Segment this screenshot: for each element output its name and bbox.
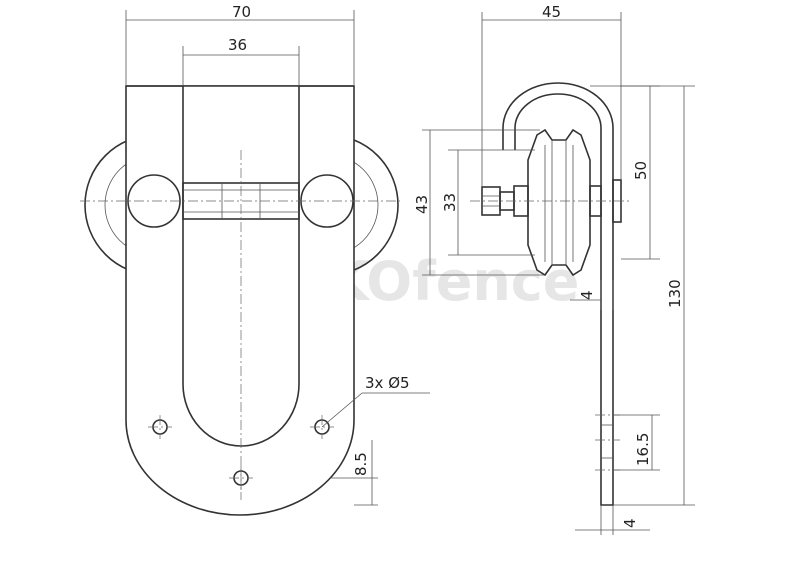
side-dimensions: 45 43 33 4 50 130 16.5 4 (413, 3, 695, 535)
mounting-hole-left (148, 415, 172, 439)
dim-wheel-inner: 33 (441, 193, 459, 212)
dim-overall-height: 130 (666, 279, 684, 308)
mounting-hole-right (310, 415, 334, 439)
side-view (470, 82, 630, 506)
dim-holes: 3x Ø5 (365, 374, 410, 392)
dim-slot-height: 16.5 (634, 433, 652, 466)
dim-hole-offset: 8.5 (352, 452, 370, 476)
dim-axle-height: 50 (632, 161, 650, 180)
front-dimensions: 70 36 3x Ø5 8.5 (125, 3, 430, 506)
front-view (80, 85, 400, 516)
dim-plate-bottom: 4 (621, 518, 639, 528)
dim-plate-top: 4 (578, 290, 596, 300)
dim-front-inner-width: 36 (228, 36, 247, 54)
dim-wheel-outer: 43 (413, 195, 431, 214)
mounting-hole-bottom (229, 466, 253, 490)
side-wheel (527, 128, 591, 277)
dim-front-width: 70 (232, 3, 251, 21)
dim-side-width: 45 (542, 3, 561, 21)
hook-bracket (502, 82, 614, 506)
